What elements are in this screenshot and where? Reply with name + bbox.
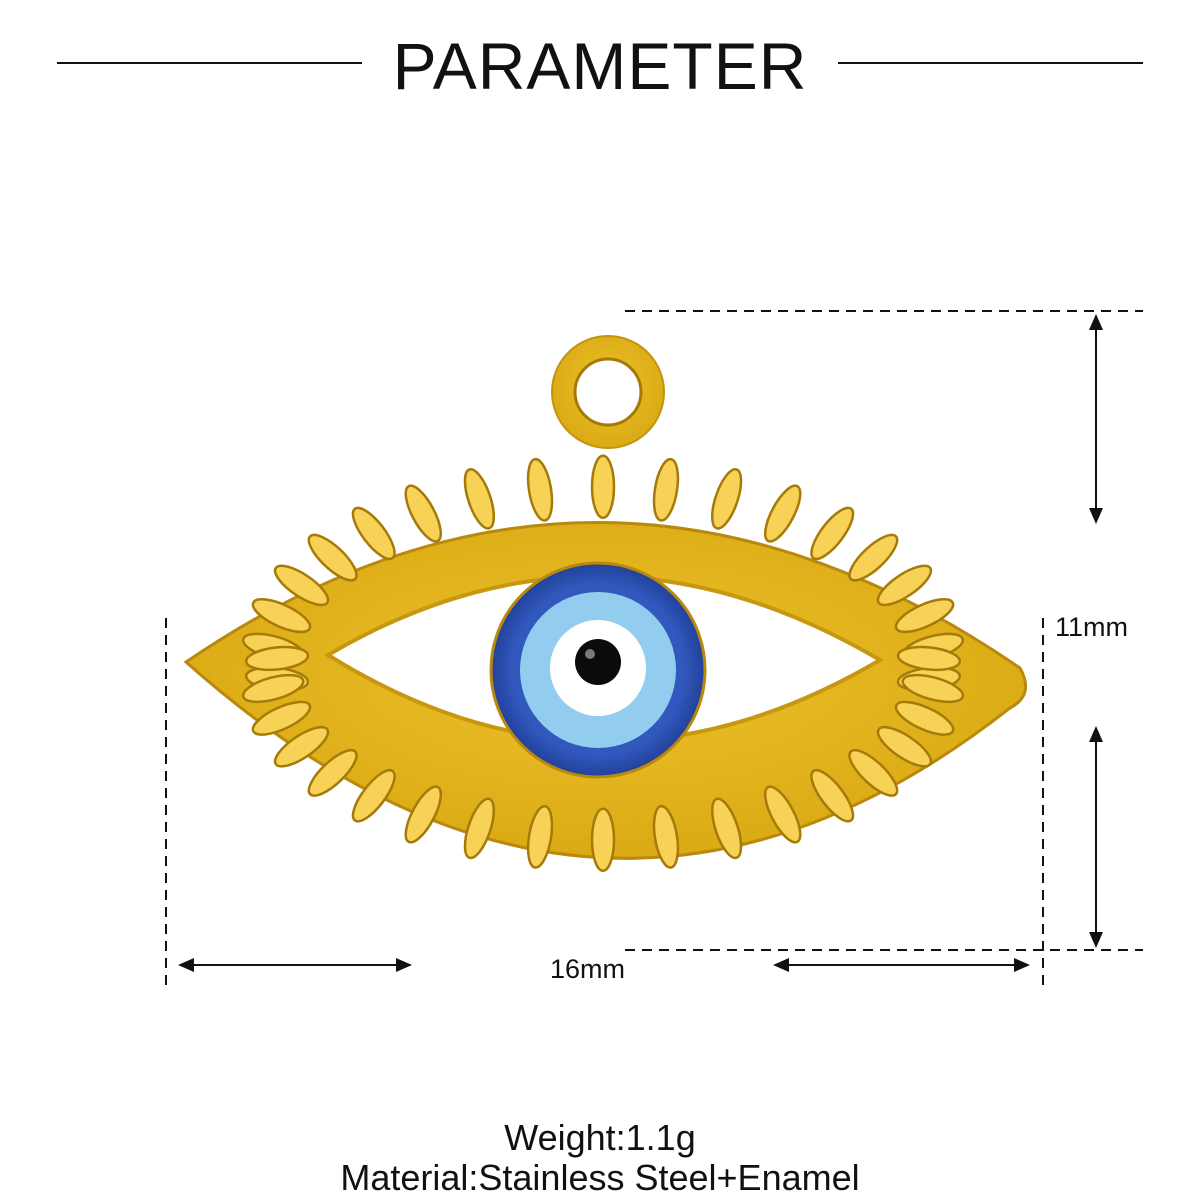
lash-engravings xyxy=(241,454,965,872)
lower-lash-3 xyxy=(273,725,330,768)
weight-text: Weight:1.1g xyxy=(504,1117,696,1158)
upper-lash-9 xyxy=(590,454,616,519)
evil-eye-pendant xyxy=(183,335,1028,872)
material-text: Material:Stainless Steel+Enamel xyxy=(340,1157,860,1198)
page-title: PARAMETER xyxy=(392,29,808,103)
lower-lash-15 xyxy=(876,725,933,768)
lower-lash-6 xyxy=(404,785,443,844)
bail-hole xyxy=(573,357,643,427)
upper-lash-10 xyxy=(652,457,680,522)
upper-lash-8 xyxy=(526,457,554,522)
upper-lash-13 xyxy=(810,506,855,561)
upper-lash-3 xyxy=(273,564,330,607)
lower-lash-17 xyxy=(901,673,965,704)
lower-lash-13 xyxy=(810,768,855,823)
lower-lash-8 xyxy=(526,804,554,869)
lower-lash-11 xyxy=(710,797,743,860)
upper-lash-12 xyxy=(763,484,802,543)
dimension-guides xyxy=(165,310,1143,992)
lower-lash-0 xyxy=(244,645,310,672)
lower-lash-10 xyxy=(652,804,680,869)
upper-lash-16 xyxy=(894,598,955,634)
upper-lash-15 xyxy=(876,564,933,607)
title-rule-right xyxy=(838,62,1143,64)
upper-lash-7 xyxy=(463,468,496,530)
lower-lash-16 xyxy=(894,700,955,736)
upper-lash-6 xyxy=(404,484,443,543)
lower-lash-18 xyxy=(896,645,962,672)
upper-lash-5 xyxy=(351,506,396,561)
upper-lash-2 xyxy=(251,598,312,634)
lower-lash-12 xyxy=(763,785,802,844)
upper-lash-4 xyxy=(307,533,358,582)
pupil xyxy=(575,639,621,685)
lower-lash-9 xyxy=(590,807,616,872)
upper-lash-11 xyxy=(710,468,743,530)
title-rule-left xyxy=(57,62,362,64)
pupil-highlight xyxy=(585,649,595,659)
lower-lash-5 xyxy=(351,768,396,823)
width-label: 16mm xyxy=(550,954,626,984)
lower-lash-4 xyxy=(307,748,358,797)
lower-lash-1 xyxy=(241,673,305,704)
lower-lash-14 xyxy=(848,748,899,797)
height-label: 11mm xyxy=(1055,612,1129,642)
upper-lash-14 xyxy=(848,533,899,582)
lower-lash-2 xyxy=(251,700,312,736)
lower-lash-7 xyxy=(463,797,496,860)
